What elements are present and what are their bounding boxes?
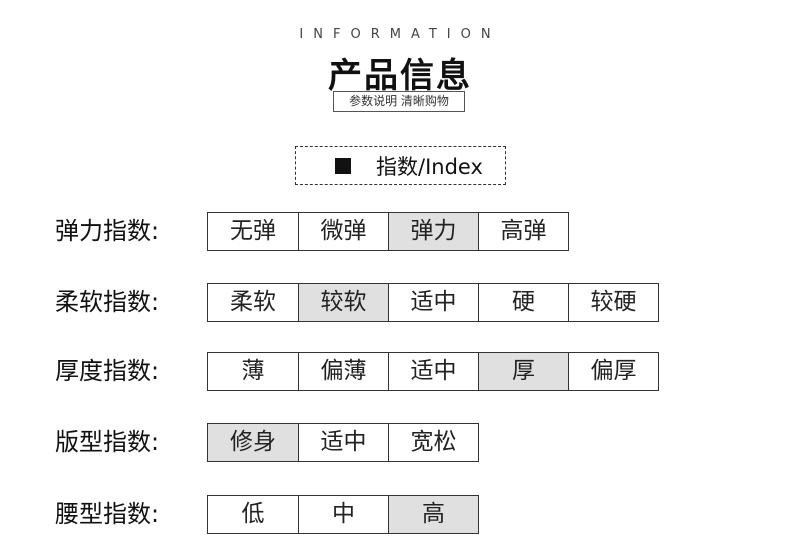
index-row: 腰型指数: 低中高	[0, 495, 790, 534]
option-cell: 偏薄	[298, 352, 389, 391]
option-cell: 硬	[478, 283, 569, 322]
option-cells: 无弹微弹弹力高弹	[207, 212, 569, 251]
option-cell: 中	[298, 495, 389, 534]
option-cell-selected: 厚	[478, 352, 569, 391]
option-cells: 薄偏薄适中厚偏厚	[207, 352, 659, 391]
option-cell: 宽松	[388, 423, 479, 462]
option-cell-selected: 高	[388, 495, 479, 534]
index-heading: 指数/Index	[295, 146, 506, 185]
option-cell: 低	[207, 495, 299, 534]
option-cells: 低中高	[207, 495, 479, 534]
page-title: 产品信息	[328, 56, 472, 96]
row-label: 腰型指数:	[55, 500, 160, 528]
option-cell-selected: 修身	[207, 423, 299, 462]
option-cell-selected: 较软	[298, 283, 389, 322]
eyebrow-text: INFORMATION	[299, 27, 501, 42]
option-cell: 适中	[298, 423, 389, 462]
index-row: 厚度指数: 薄偏薄适中厚偏厚	[0, 352, 790, 391]
option-cell: 高弹	[478, 212, 569, 251]
option-cell: 适中	[388, 283, 479, 322]
square-bullet-icon	[335, 157, 351, 174]
option-cell-selected: 弹力	[388, 212, 479, 251]
row-label: 弹力指数:	[55, 217, 160, 245]
option-cell: 偏厚	[568, 352, 659, 391]
option-cell: 无弹	[207, 212, 299, 251]
row-label: 版型指数:	[55, 428, 160, 456]
row-label: 厚度指数:	[55, 357, 160, 385]
option-cell: 柔软	[207, 283, 299, 322]
option-cells: 修身适中宽松	[207, 423, 479, 462]
option-cell: 适中	[388, 352, 479, 391]
option-cell: 微弹	[298, 212, 389, 251]
option-cells: 柔软较软适中硬较硬	[207, 283, 659, 322]
page-subtitle: 参数说明 清晰购物	[333, 91, 465, 112]
row-label: 柔软指数:	[55, 288, 160, 316]
option-cell: 较硬	[568, 283, 659, 322]
index-label: 指数/Index	[376, 154, 483, 179]
index-row: 版型指数: 修身适中宽松	[0, 423, 790, 462]
option-cell: 薄	[207, 352, 299, 391]
index-row: 柔软指数: 柔软较软适中硬较硬	[0, 283, 790, 322]
index-row: 弹力指数: 无弹微弹弹力高弹	[0, 212, 790, 251]
